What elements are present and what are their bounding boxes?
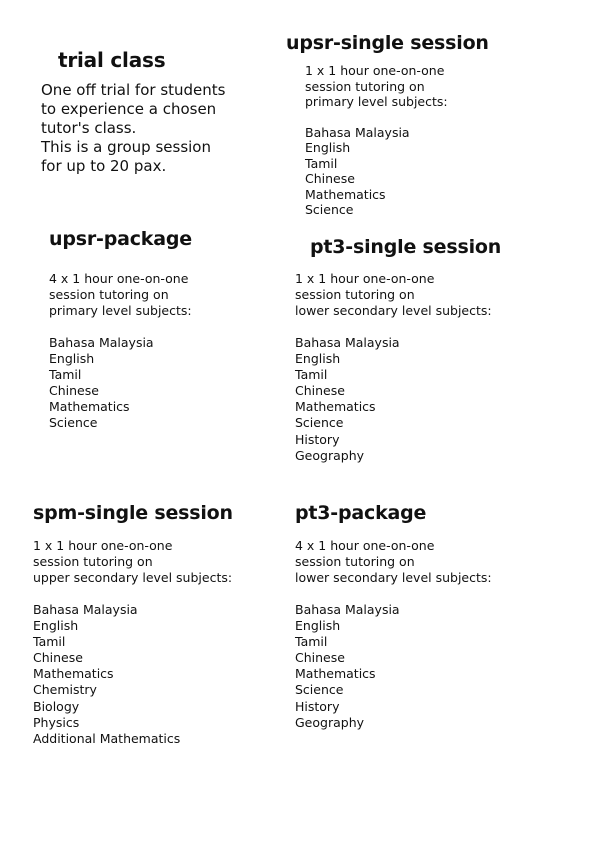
subject-item: Bahasa Malaysia xyxy=(295,335,400,350)
subject-item: Tamil xyxy=(305,155,338,171)
subject-item: Science xyxy=(295,415,344,431)
subject-item: English xyxy=(305,140,351,155)
upsr-package-subject-list: Bahasa Malaysia English Tamil Chinese Ma… xyxy=(49,335,192,432)
subject-item: Chinese xyxy=(33,650,83,666)
description-line: upper secondary level subjects: xyxy=(33,570,233,585)
subject-item: Chemistry xyxy=(33,682,97,698)
description-line: for up to 20 pax. xyxy=(41,157,167,175)
subject-item: Additional Mathematics xyxy=(33,730,181,746)
pt3-package-section: pt3-package 4 x 1 hour one-on-one sessio… xyxy=(295,502,492,731)
upsr-single-description: 1 x 1 hour one-on-one session tutoring o… xyxy=(305,63,489,110)
pt3-package-subject-list: Bahasa Malaysia English Tamil Chinese Ma… xyxy=(295,602,492,731)
description-line: 1 x 1 hour one-on-one xyxy=(33,538,173,553)
description-line: session tutoring on xyxy=(295,287,415,302)
subject-item: Mathematics xyxy=(49,399,130,415)
description-line: tutor's class. xyxy=(41,119,137,137)
subject-item: Mathematics xyxy=(33,666,114,682)
trial-class-description: One off trial for students to experience… xyxy=(41,81,225,176)
description-line: to experience a chosen xyxy=(41,100,217,118)
subject-item: Tamil xyxy=(49,367,82,383)
subject-item: Science xyxy=(49,415,98,431)
subject-item: Science xyxy=(295,682,344,698)
subject-item: English xyxy=(295,618,341,634)
description-line: 4 x 1 hour one-on-one xyxy=(49,271,189,286)
upsr-single-section: upsr-single session 1 x 1 hour one-on-on… xyxy=(286,32,489,218)
pt3-package-description: 4 x 1 hour one-on-one session tutoring o… xyxy=(295,538,492,586)
subject-item: Chinese xyxy=(49,383,99,399)
subject-item: Mathematics xyxy=(295,399,376,415)
upsr-package-title: upsr-package xyxy=(49,228,192,250)
subject-item: History xyxy=(295,431,340,447)
subject-item: History xyxy=(295,698,340,714)
trial-class-section: trial class One off trial for students t… xyxy=(41,49,225,176)
subject-item: Bahasa Malaysia xyxy=(295,602,400,617)
spm-single-description: 1 x 1 hour one-on-one session tutoring o… xyxy=(33,538,233,586)
trial-class-title: trial class xyxy=(58,48,166,72)
description-line: primary level subjects: xyxy=(305,94,448,109)
description-line: session tutoring on xyxy=(305,78,425,94)
subject-item: Science xyxy=(305,202,354,217)
subject-item: Bahasa Malaysia xyxy=(305,124,410,140)
upsr-package-description: 4 x 1 hour one-on-one session tutoring o… xyxy=(49,271,192,319)
description-line: One off trial for students xyxy=(41,81,226,99)
pt3-single-description: 1 x 1 hour one-on-one session tutoring o… xyxy=(295,271,501,319)
subject-item: Mathematics xyxy=(305,186,386,202)
upsr-single-title: upsr-single session xyxy=(286,32,489,54)
subject-item: Physics xyxy=(33,714,80,730)
spm-single-subject-list: Bahasa Malaysia English Tamil Chinese Ma… xyxy=(33,602,233,747)
subject-item: Tamil xyxy=(295,634,328,650)
subject-item: Chinese xyxy=(295,383,345,399)
pt3-single-section: pt3-single session 1 x 1 hour one-on-one… xyxy=(295,236,501,464)
subject-item: Tamil xyxy=(295,367,328,383)
subject-item: Biology xyxy=(33,698,80,714)
description-line: 4 x 1 hour one-on-one xyxy=(295,538,435,553)
description-line: session tutoring on xyxy=(295,554,415,569)
spm-single-section: spm-single session 1 x 1 hour one-on-one… xyxy=(33,502,233,747)
description-line: lower secondary level subjects: xyxy=(295,303,492,318)
pt3-single-subject-list: Bahasa Malaysia English Tamil Chinese Ma… xyxy=(295,335,501,464)
subject-item: Geography xyxy=(295,714,365,730)
description-line: lower secondary level subjects: xyxy=(295,570,492,585)
pt3-package-title: pt3-package xyxy=(295,502,427,524)
subject-item: Bahasa Malaysia xyxy=(49,335,154,350)
description-line: This is a group session xyxy=(41,138,211,156)
subject-item: English xyxy=(33,618,79,634)
subject-item: Geography xyxy=(295,447,365,463)
subject-item: English xyxy=(295,351,341,367)
subject-item: Bahasa Malaysia xyxy=(33,602,138,617)
subject-item: Chinese xyxy=(295,650,345,666)
description-line: session tutoring on xyxy=(49,287,169,302)
description-line: primary level subjects: xyxy=(49,303,192,318)
description-line: session tutoring on xyxy=(33,554,153,569)
subject-item: Mathematics xyxy=(295,666,376,682)
description-line: 1 x 1 hour one-on-one xyxy=(295,271,435,286)
pt3-single-title: pt3-single session xyxy=(310,236,502,258)
upsr-single-subject-list: Bahasa Malaysia English Tamil Chinese Ma… xyxy=(305,125,489,218)
upsr-package-section: upsr-package 4 x 1 hour one-on-one sessi… xyxy=(49,228,192,432)
description-line: 1 x 1 hour one-on-one xyxy=(305,63,445,78)
subject-item: Chinese xyxy=(305,171,355,186)
subject-item: English xyxy=(49,351,95,367)
subject-item: Tamil xyxy=(33,634,66,650)
spm-single-title: spm-single session xyxy=(33,502,233,524)
